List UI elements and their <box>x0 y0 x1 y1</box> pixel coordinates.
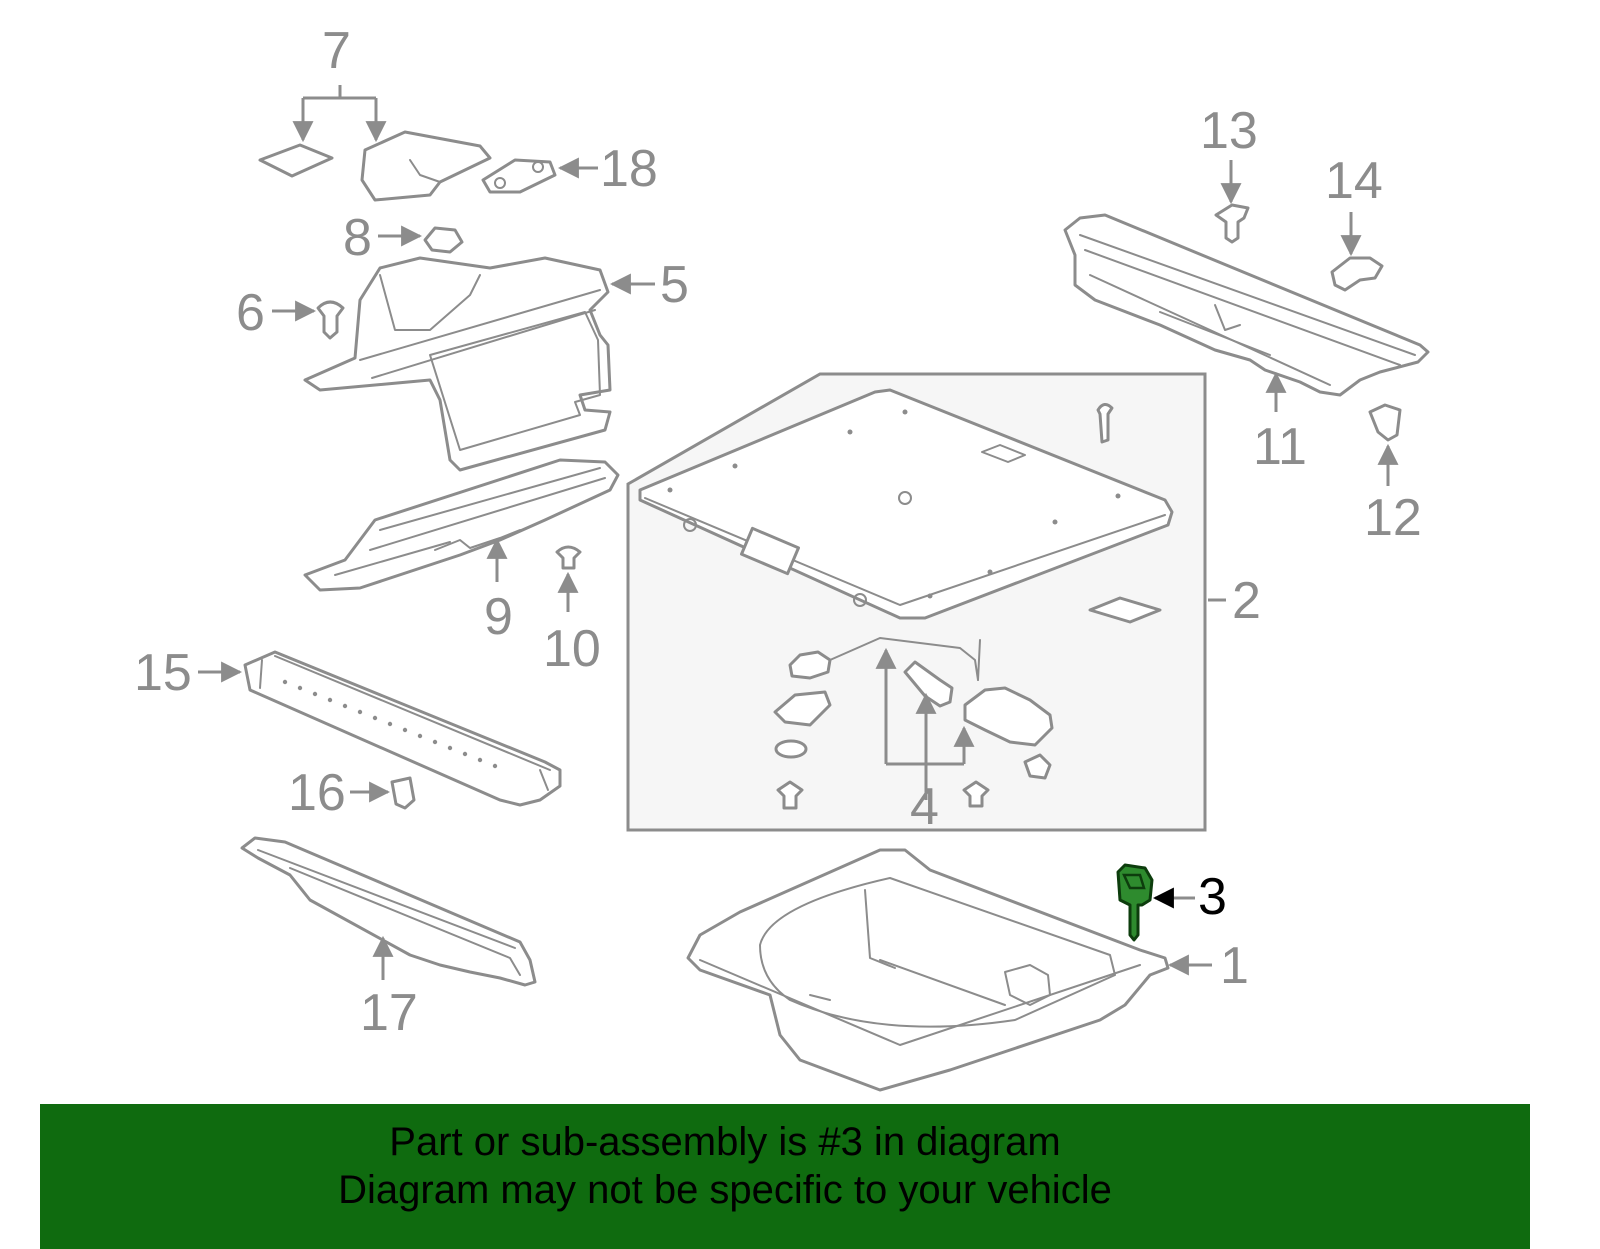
part-13-clip <box>1214 160 1250 244</box>
banner-line-disclaimer: Diagram may not be specific to your vehi… <box>338 1168 1112 1212</box>
part-2-floor-board <box>638 388 1226 624</box>
part-6-clip <box>272 300 345 340</box>
part-11-rear-rail <box>1063 213 1430 412</box>
banner-line-part: Part or sub-assembly is #3 in diagram <box>389 1120 1061 1164</box>
part-10-pin <box>555 545 582 612</box>
part-7-mats <box>258 85 492 202</box>
callout-15: 15 <box>134 644 192 702</box>
info-banner: Part or sub-assembly is #3 in diagram Di… <box>40 1104 1530 1249</box>
part-3-highlighted-fastener[interactable] <box>1116 863 1195 942</box>
callout-6: 6 <box>236 284 265 342</box>
part-15-panel <box>198 650 562 807</box>
callout-2: 2 <box>1232 572 1261 630</box>
part-16-clip <box>350 776 416 810</box>
callout-4: 4 <box>910 778 939 836</box>
callout-14: 14 <box>1325 152 1383 210</box>
part-1-tray <box>686 848 1212 1092</box>
part-9-rail <box>303 458 620 592</box>
part-5-panel <box>303 256 655 472</box>
part-18-bracket <box>481 157 598 194</box>
part-12-clip <box>1368 403 1402 486</box>
callout-17: 17 <box>360 984 418 1042</box>
part-17-trim <box>240 836 537 987</box>
callout-5: 5 <box>660 256 689 314</box>
part-4-hardware <box>773 637 1054 810</box>
callout-13: 13 <box>1200 102 1258 160</box>
part-14-clip <box>1330 212 1384 292</box>
callout-3: 3 <box>1198 868 1227 926</box>
callout-7: 7 <box>322 22 351 80</box>
callout-10: 10 <box>543 620 601 678</box>
part-8-clip <box>378 225 464 254</box>
callout-8: 8 <box>343 209 372 267</box>
callout-1: 1 <box>1220 937 1249 995</box>
callout-12: 12 <box>1364 489 1422 547</box>
callout-16: 16 <box>288 764 346 822</box>
callout-11: 11 <box>1253 418 1307 476</box>
callout-18: 18 <box>600 140 658 198</box>
callout-9: 9 <box>484 588 513 646</box>
